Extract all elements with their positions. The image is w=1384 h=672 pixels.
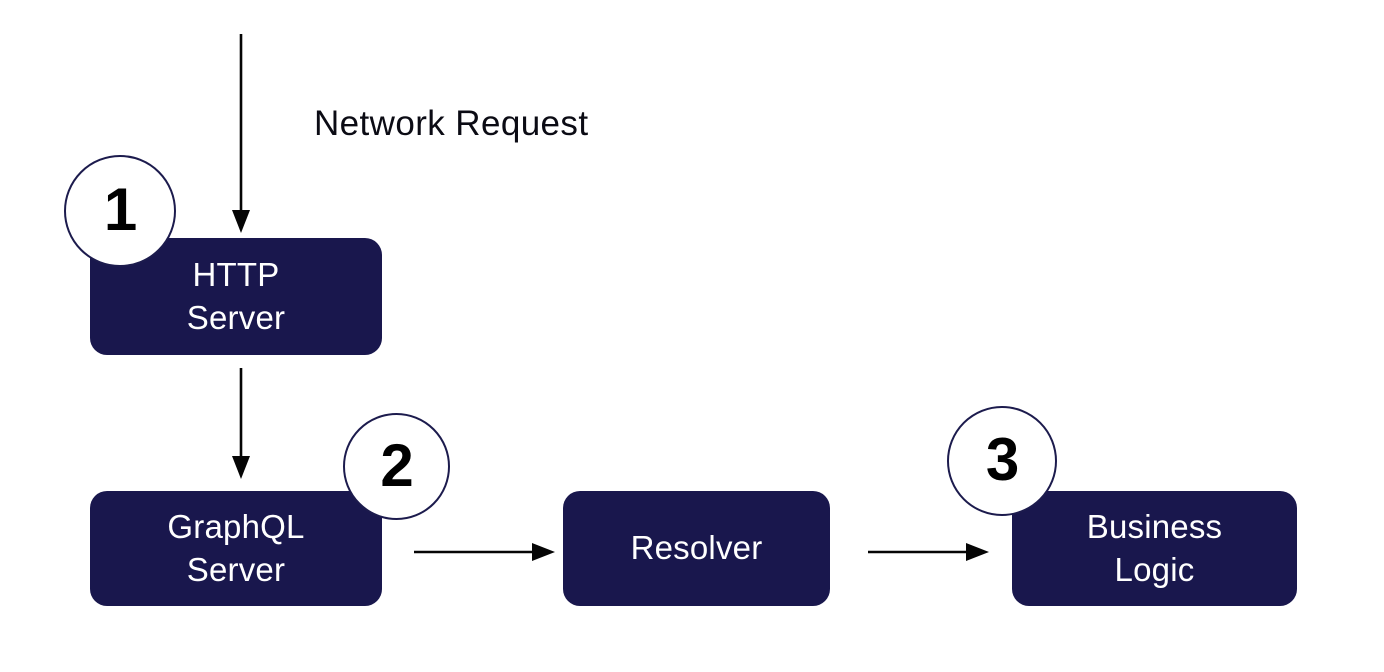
connector-http-server-to-graphql-server [232, 368, 250, 479]
node-business-logic-label: Business Logic [1086, 508, 1223, 588]
step-badge-3[interactable]: 3 [947, 406, 1057, 516]
connector-resolver-to-business-logic [868, 543, 989, 561]
connector-network-to-http-server [232, 34, 250, 233]
connector-graphql-server-to-resolver [414, 543, 555, 561]
step-badge-3-number: 3 [985, 426, 1019, 493]
node-graphql-server-label: GraphQL Server [167, 508, 305, 588]
node-http-server-label: HTTP Server [186, 256, 286, 336]
node-resolver-label: Resolver [630, 529, 763, 567]
node-resolver[interactable]: Resolver [563, 491, 830, 606]
step-badge-2-number: 2 [380, 431, 413, 499]
step-badge-1-number: 1 [103, 176, 137, 243]
node-graphql-server[interactable]: GraphQL Server [90, 491, 382, 606]
connector-label-network-request: Network Request [314, 104, 589, 143]
step-badge-2[interactable]: 2 [343, 413, 450, 520]
step-badge-1[interactable]: 1 [64, 155, 176, 267]
node-business-logic[interactable]: Business Logic [1012, 491, 1297, 606]
